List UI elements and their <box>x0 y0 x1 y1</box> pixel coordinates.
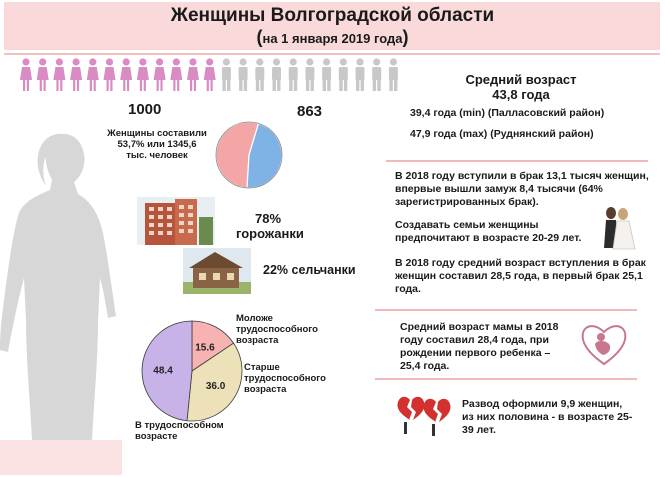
marriage-age-note: В 2018 году средний возраст вступления в… <box>395 257 646 295</box>
pie-value-label: 36.0 <box>206 381 226 392</box>
avg-age-min: 39,4 года (min) (Палласовский район) <box>410 107 605 119</box>
page-subtitle: (на 1 января 2019 года) <box>256 27 409 47</box>
mother-heart-icon <box>581 325 627 366</box>
age-groups-pie: 15.6 36.0 48.4 <box>141 320 243 422</box>
male-figure-icon <box>221 58 231 91</box>
header-divider <box>4 53 660 55</box>
family-age-note: Создавать семьи женщины предпочитают в в… <box>395 219 582 244</box>
female-figure-icon <box>70 58 83 91</box>
male-figure-icon <box>288 58 298 91</box>
avg-age-heading: Средний возраст <box>465 72 577 87</box>
male-figure-icon <box>338 58 348 91</box>
female-figure-icon <box>136 58 149 91</box>
women-men-pie <box>215 121 283 189</box>
broken-hearts-icon <box>397 396 451 436</box>
wedding-couple-icon <box>604 207 636 250</box>
people-figures-icon <box>20 58 398 91</box>
male-figure-icon <box>272 58 281 91</box>
pie-slice-under-working <box>191 320 235 372</box>
female-figure-icon <box>53 58 66 91</box>
male-figure-icon <box>255 58 265 91</box>
women-count: 1000 <box>128 101 162 118</box>
female-figure-icon <box>103 58 116 91</box>
page-title: Женщины Волгоградской области <box>170 5 495 26</box>
female-figure-icon <box>187 58 199 91</box>
under-working-label: Моложе трудоспособного возраста <box>236 313 318 346</box>
pie-slice-over-working <box>186 342 243 422</box>
female-figure-icon <box>20 58 32 91</box>
avg-age-max: 47,9 года (max) (Руднянский район) <box>410 128 594 140</box>
female-figure-icon <box>153 58 166 91</box>
pie-value-label: 48.4 <box>153 366 173 377</box>
working-age-label: В трудоспособном возрасте <box>135 420 224 442</box>
urban-label: горожанки <box>236 226 304 241</box>
male-figure-icon <box>388 58 398 91</box>
male-figure-icon <box>238 58 248 91</box>
title-band <box>4 2 660 50</box>
men-count: 863 <box>297 103 323 120</box>
avg-age-value: 43,8 года <box>492 87 550 102</box>
section-divider-3 <box>375 378 637 380</box>
mother-age-note: Средний возраст мамы в 2018 году состави… <box>400 321 559 372</box>
people-figures-row <box>18 58 403 92</box>
section-divider-1 <box>386 160 648 162</box>
female-figure-icon <box>86 58 99 91</box>
pie-slice-working <box>141 320 193 422</box>
pie-outline <box>215 121 283 189</box>
male-figure-icon <box>372 58 382 91</box>
urban-percent: 78% <box>255 211 282 226</box>
woman-silhouette-icon <box>0 133 122 475</box>
male-figure-icon <box>355 58 365 91</box>
apartment-building-icon <box>137 197 215 245</box>
section-divider-2 <box>375 309 637 311</box>
over-working-label: Старше трудоспособного возраста <box>244 362 326 395</box>
female-figure-icon <box>170 58 183 91</box>
marriage-note: В 2018 году вступили в брак 13,1 тысяч ж… <box>395 170 649 208</box>
male-figure-icon <box>305 58 315 91</box>
divorce-note: Развод оформили 9,9 женщин, из них полов… <box>462 398 633 436</box>
village-house-icon <box>183 248 251 294</box>
women-share-text: Женщины составили 53,7% или 1345,6 тыс. … <box>107 128 207 161</box>
male-figure-icon <box>322 58 332 91</box>
female-figure-icon <box>203 58 216 91</box>
pie-value-label: 15.6 <box>195 343 215 354</box>
rural-text: 22% сельчанки <box>263 263 356 277</box>
female-figure-icon <box>36 58 49 91</box>
female-figure-icon <box>120 58 133 91</box>
